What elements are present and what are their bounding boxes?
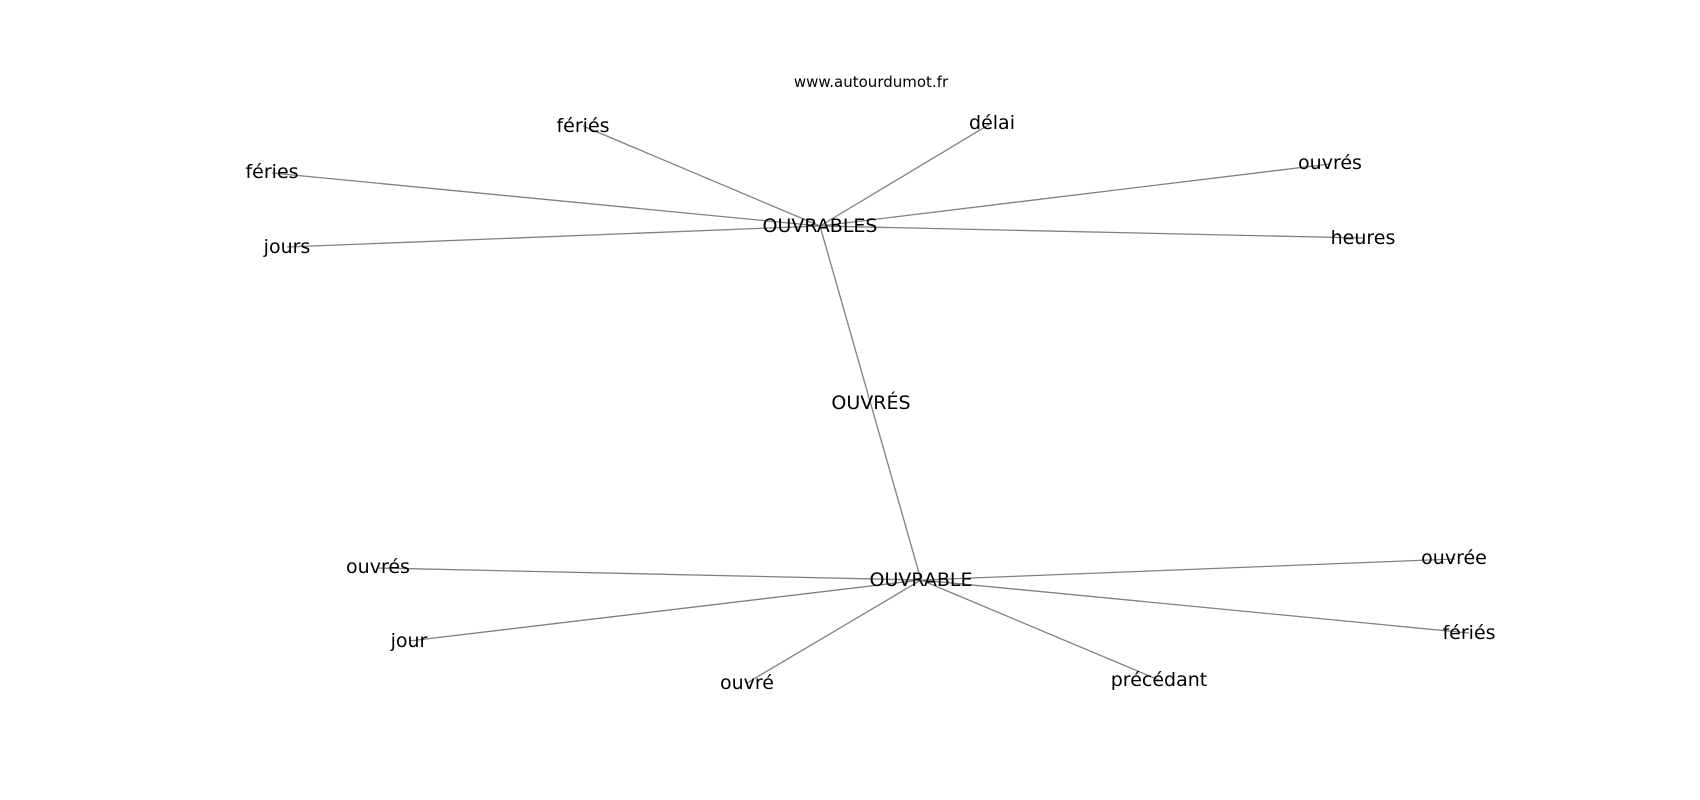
edge-ouvrable-ouvre (746, 579, 922, 684)
neighbor-word: heures (1331, 227, 1396, 249)
neighbor-word: précédant (1111, 669, 1207, 691)
source-watermark: www.autourdumot.fr (794, 73, 949, 91)
edge-ouvrables-delai (819, 123, 991, 227)
neighbor-word: féries (245, 161, 298, 183)
hub-word: OUVRABLES (763, 215, 878, 237)
neighbor-word: ouvrés (1298, 152, 1362, 174)
edge-ouvrable-ouvree (920, 558, 1456, 581)
edge-ouvrable-jour (408, 579, 922, 642)
neighbor-word: ouvrée (1421, 547, 1487, 569)
neighbor-word: jours (263, 236, 311, 258)
neighbor-word: ouvrés (346, 556, 410, 578)
center-word: OUVRÉS (831, 391, 910, 414)
edge-ouvrables-ouvrable (819, 225, 922, 581)
edge-ouvrables-jours (286, 225, 821, 248)
graph-edges (271, 123, 1470, 684)
edge-ouvrable-feries (920, 579, 1470, 634)
edge-ouvrables-feries-1 (582, 125, 821, 227)
graph-labels: www.autourdumot.fr OUVRÉS OUVRABLES féri… (245, 73, 1495, 694)
edge-ouvrable-ouvres (377, 567, 922, 581)
neighbor-word: fériés (556, 115, 609, 137)
neighbor-word: ouvré (720, 672, 774, 694)
neighbor-word: jour (390, 630, 428, 652)
edge-ouvrables-heures (819, 225, 1364, 239)
edge-ouvrables-ouvres (819, 163, 1331, 227)
neighbor-word: délai (969, 112, 1015, 134)
edge-ouvrable-precedant (920, 579, 1160, 681)
hub-word: OUVRABLE (870, 569, 973, 591)
edge-ouvrables-feries-2 (271, 172, 821, 227)
neighbor-word: fériés (1442, 622, 1495, 644)
